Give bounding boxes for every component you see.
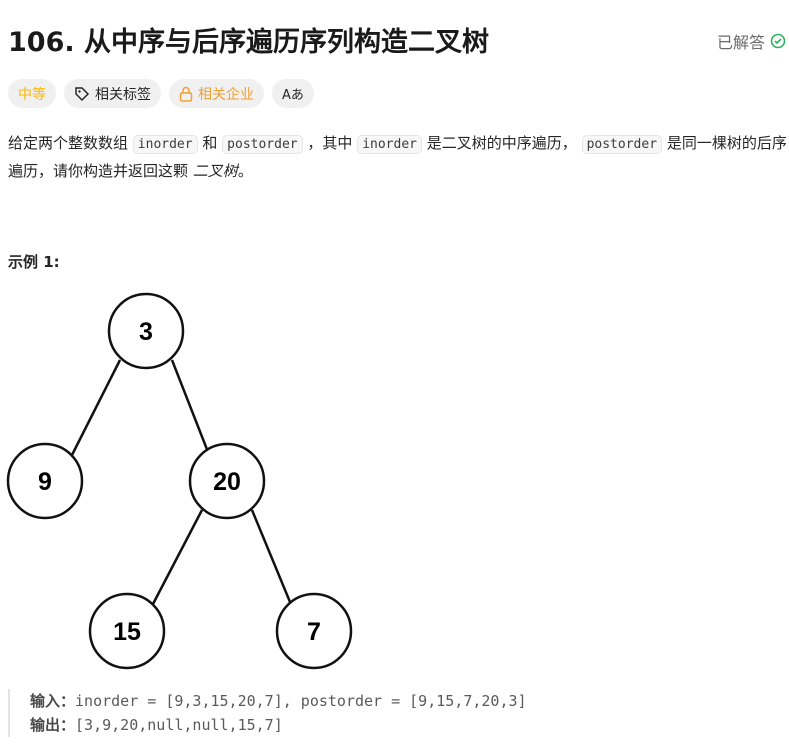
text: ，其中 <box>307 134 353 152</box>
example-title: 示例 1: <box>8 253 60 271</box>
text: 和 <box>202 134 218 152</box>
tag-icon <box>75 86 90 101</box>
difficulty-badge: 中等 <box>8 79 56 108</box>
tree-node <box>6 442 84 520</box>
page-title: 106. 从中序与后序遍历序列构造二叉树 <box>8 27 490 58</box>
text: 是二叉树的中序遍历， <box>426 134 577 152</box>
topics-button[interactable]: 相关标签 <box>64 79 161 108</box>
example-io: 输入：inorder = [9,3,15,20,7], postorder = … <box>8 689 527 737</box>
code-postorder: postorder <box>222 135 303 154</box>
code-postorder: postorder <box>581 135 663 154</box>
tree-node-label: 3 <box>139 318 153 346</box>
tree-edge <box>70 359 122 456</box>
check-circle-icon <box>770 33 786 49</box>
tree-node-label: 7 <box>307 618 321 646</box>
example-tree-image: 3 9 20 15 7 <box>6 292 353 670</box>
tree-node <box>88 592 166 670</box>
text-emphasis: 二叉树 <box>192 162 238 180</box>
tree-node-label: 20 <box>213 468 241 496</box>
tree-node-label: 9 <box>38 468 52 496</box>
tree-edge <box>151 509 204 605</box>
companies-button[interactable]: 相关企业 <box>169 79 264 108</box>
code-inorder: inorder <box>132 135 198 154</box>
tree-node <box>107 292 185 370</box>
tree-node-label: 15 <box>113 618 141 646</box>
companies-label: 相关企业 <box>198 86 254 103</box>
tree-edge <box>170 359 210 453</box>
translate-button[interactable]: Aあ <box>272 79 314 108</box>
tree-node <box>188 442 266 520</box>
text: 给定两个整数数组 <box>8 134 129 152</box>
text: 是同一棵树的后序遍历，请你构造并返回这颗 <box>8 134 787 180</box>
solved-label: 已解答 <box>717 33 766 52</box>
code-inorder: inorder <box>357 135 422 154</box>
lock-icon <box>179 86 193 102</box>
input-label: 输入： <box>30 692 76 710</box>
topics-label: 相关标签 <box>95 86 151 103</box>
output-label: 输出： <box>30 716 76 734</box>
solved-status: 已解答 <box>717 29 786 53</box>
output-value: [3,9,20,null,null,15,7] <box>75 716 283 734</box>
text: 。 <box>237 162 253 180</box>
input-value: inorder = [9,3,15,20,7], postorder = [9,… <box>75 692 527 710</box>
problem-description: 给定两个整数数组 inorder 和 postorder ，其中 inorder… <box>8 130 788 184</box>
tree-node <box>275 592 353 670</box>
tree-edge <box>250 509 292 603</box>
